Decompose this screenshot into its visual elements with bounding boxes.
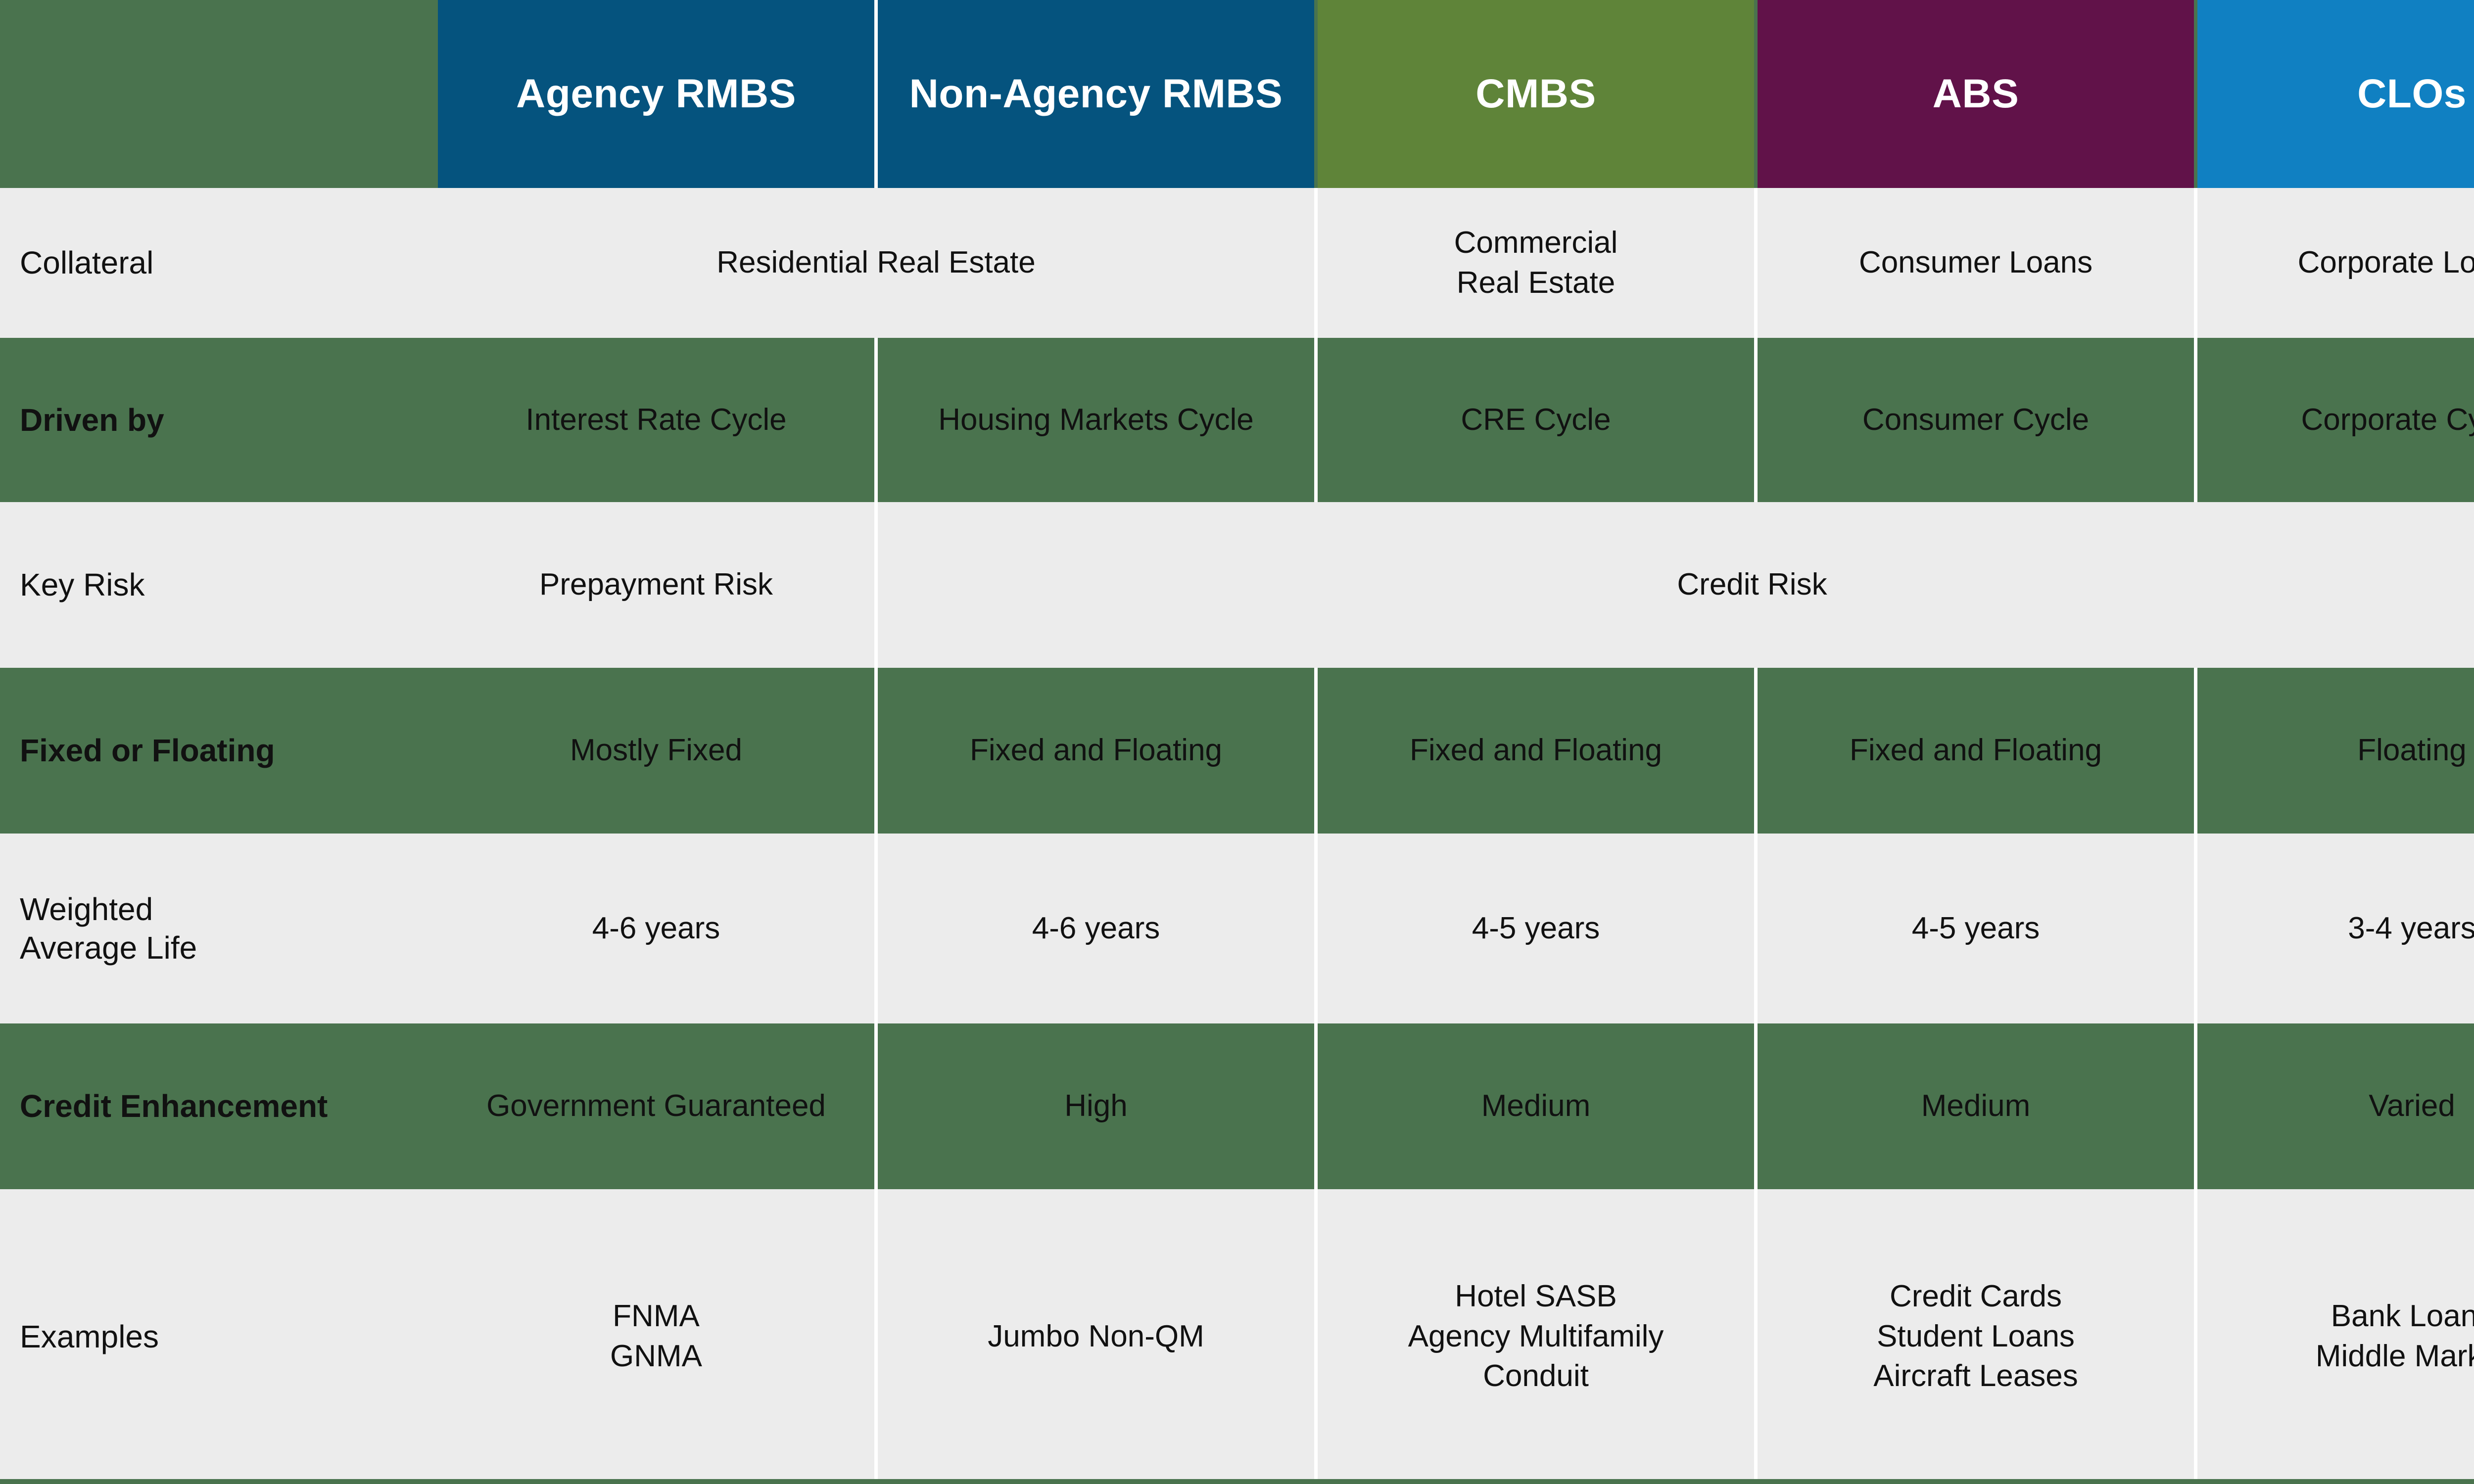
table-cell: 4-5 years [1318,834,1758,1023]
table-cell: Fixed and Floating [878,668,1318,834]
table-cell: CRE Cycle [1318,338,1758,502]
row-label-weighted-average-life: Weighted Average Life [0,834,438,1023]
table-corner-cell [0,0,438,188]
table-cell: Commercial Real Estate [1318,188,1758,338]
table-cell: Credit Cards Student Loans Aircraft Leas… [1758,1189,2197,1484]
table-cell: Floating [2197,668,2474,834]
table-cell: Residential Real Estate [438,188,1318,338]
table-cell: Varied [2197,1023,2474,1189]
table-cell: Medium [1758,1023,2197,1189]
bottom-margin-strip [0,1479,2474,1484]
table-cell: Credit Risk [878,502,2474,668]
table-cell: Fixed and Floating [1758,668,2197,834]
row-label-key-risk: Key Risk [0,502,438,668]
table-cell: 4-5 years [1758,834,2197,1023]
table-cell: Medium [1318,1023,1758,1189]
table-cell: Jumbo Non-QM [878,1189,1318,1484]
table-cell: Corporate Cycle [2197,338,2474,502]
table-cell: Fixed and Floating [1318,668,1758,834]
table-cell: Prepayment Risk [438,502,878,668]
table-cell: Corporate Loans [2197,188,2474,338]
row-label-credit-enhancement: Credit Enhancement [0,1023,438,1189]
table-cell: Housing Markets Cycle [878,338,1318,502]
table-cell: Consumer Cycle [1758,338,2197,502]
table-cell: High [878,1023,1318,1189]
table-cell: 4-6 years [438,834,878,1023]
row-label-collateral: Collateral [0,188,438,338]
column-header-clos[interactable]: CLOs [2197,0,2474,188]
table-cell: 4-6 years [878,834,1318,1023]
table-cell: Mostly Fixed [438,668,878,834]
column-header-non-agency-rmbs[interactable]: Non-Agency RMBS [878,0,1318,188]
table-cell: Government Guaranteed [438,1023,878,1189]
column-header-abs[interactable]: ABS [1758,0,2197,188]
row-label-fixed-or-floating: Fixed or Floating [0,668,438,834]
table-cell: Interest Rate Cycle [438,338,878,502]
table-cell: Bank Loans Middle Market [2197,1189,2474,1484]
row-label-examples: Examples [0,1189,438,1484]
table-cell: Consumer Loans [1758,188,2197,338]
table-cell: FNMA GNMA [438,1189,878,1484]
column-header-agency-rmbs[interactable]: Agency RMBS [438,0,878,188]
table-cell: 3-4 years [2197,834,2474,1023]
column-header-cmbs[interactable]: CMBS [1318,0,1758,188]
row-label-driven-by: Driven by [0,338,438,502]
table-cell: Hotel SASB Agency Multifamily Conduit [1318,1189,1758,1484]
